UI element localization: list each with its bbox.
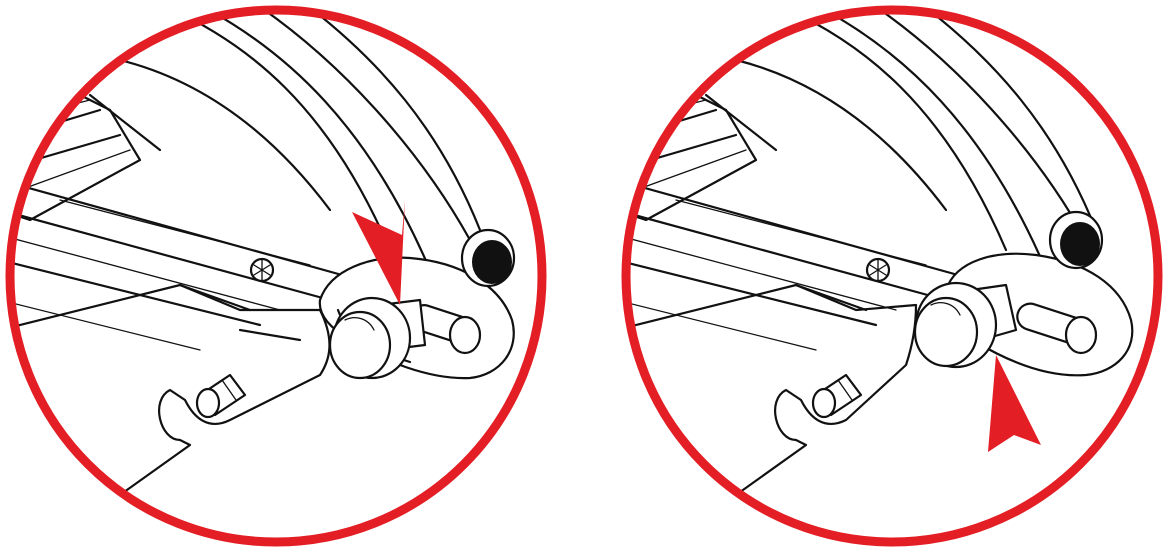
rear-knurled-knob (460, 228, 516, 288)
pin-icon (811, 373, 863, 419)
screw-icon (865, 257, 891, 283)
arrow-indicator-up (988, 355, 1041, 452)
arrow-indicator-down (352, 200, 405, 305)
knurled-knob-icon (328, 296, 427, 380)
screw-icon (249, 257, 275, 283)
mechanism-drawing (624, 8, 1134, 544)
detail-panel-step-2 (621, 5, 1163, 547)
mechanism-drawing (8, 8, 516, 544)
rear-knurled-knob (1048, 210, 1104, 270)
knurled-knob-icon (913, 281, 1018, 369)
detail-panel-step-1 (5, 5, 547, 547)
detail-circle-frame (5, 5, 547, 547)
detail-circle-frame (621, 5, 1163, 547)
pin-icon (195, 373, 247, 419)
